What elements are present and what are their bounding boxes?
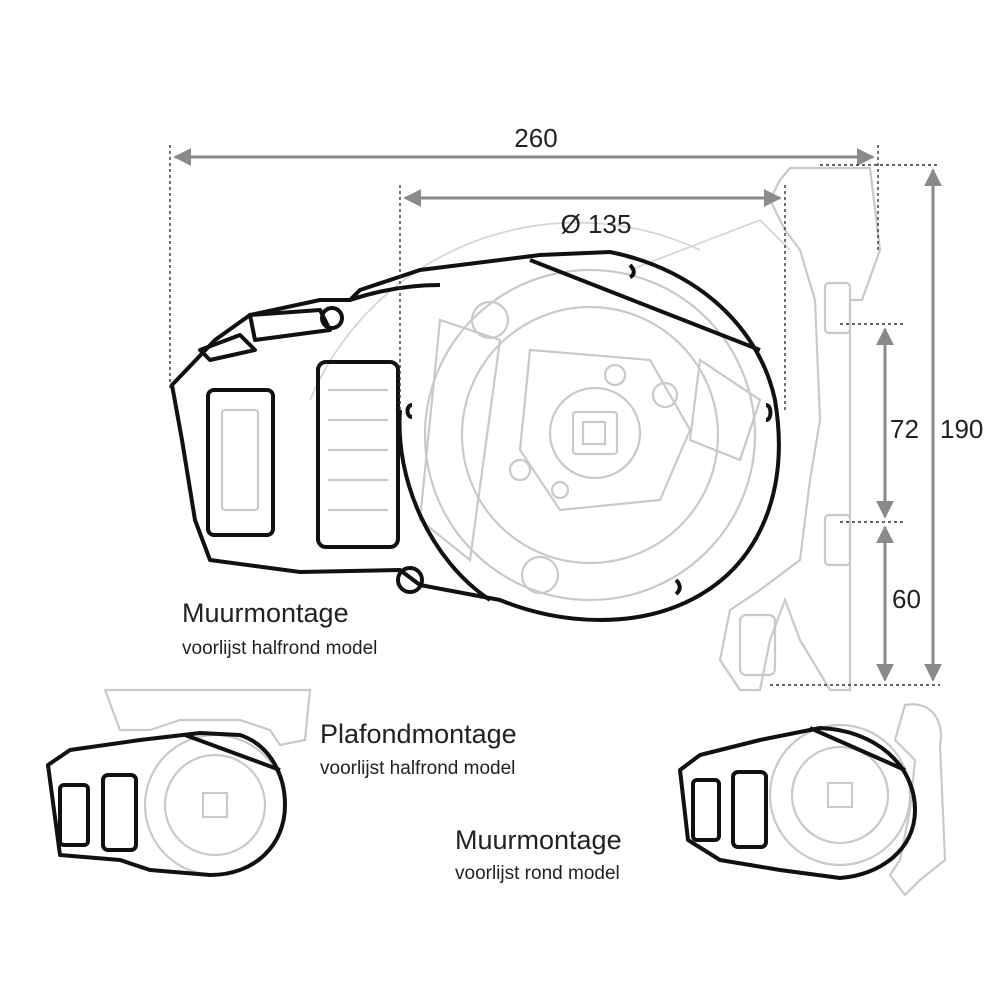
dimension-height-total: 190 [770, 164, 983, 686]
dimension-width-total: 260 [169, 123, 879, 390]
lower-spacing-label: 60 [892, 584, 921, 614]
wall-mount-round-drawing [678, 702, 947, 897]
width-total-label: 260 [514, 123, 557, 153]
ceiling-mount-drawing [46, 688, 312, 877]
model-3-title: Muurmontage [455, 825, 622, 855]
model-2-subtitle: voorlijst halfrond model [320, 758, 515, 779]
model-2-title: Plafondmontage [320, 719, 517, 749]
dimension-diameter: Ø 135 [399, 185, 786, 410]
model-1-title: Muurmontage [182, 598, 349, 628]
dimension-upper-spacing: 72 [840, 323, 919, 523]
model-3-subtitle: voorlijst rond model [455, 863, 620, 884]
diameter-label: Ø 135 [561, 209, 632, 239]
upper-spacing-label: 72 [890, 414, 919, 444]
dimension-lower-spacing: 60 [876, 525, 921, 682]
model-1-subtitle: voorlijst halfrond model [182, 638, 377, 659]
height-total-label: 190 [940, 414, 983, 444]
